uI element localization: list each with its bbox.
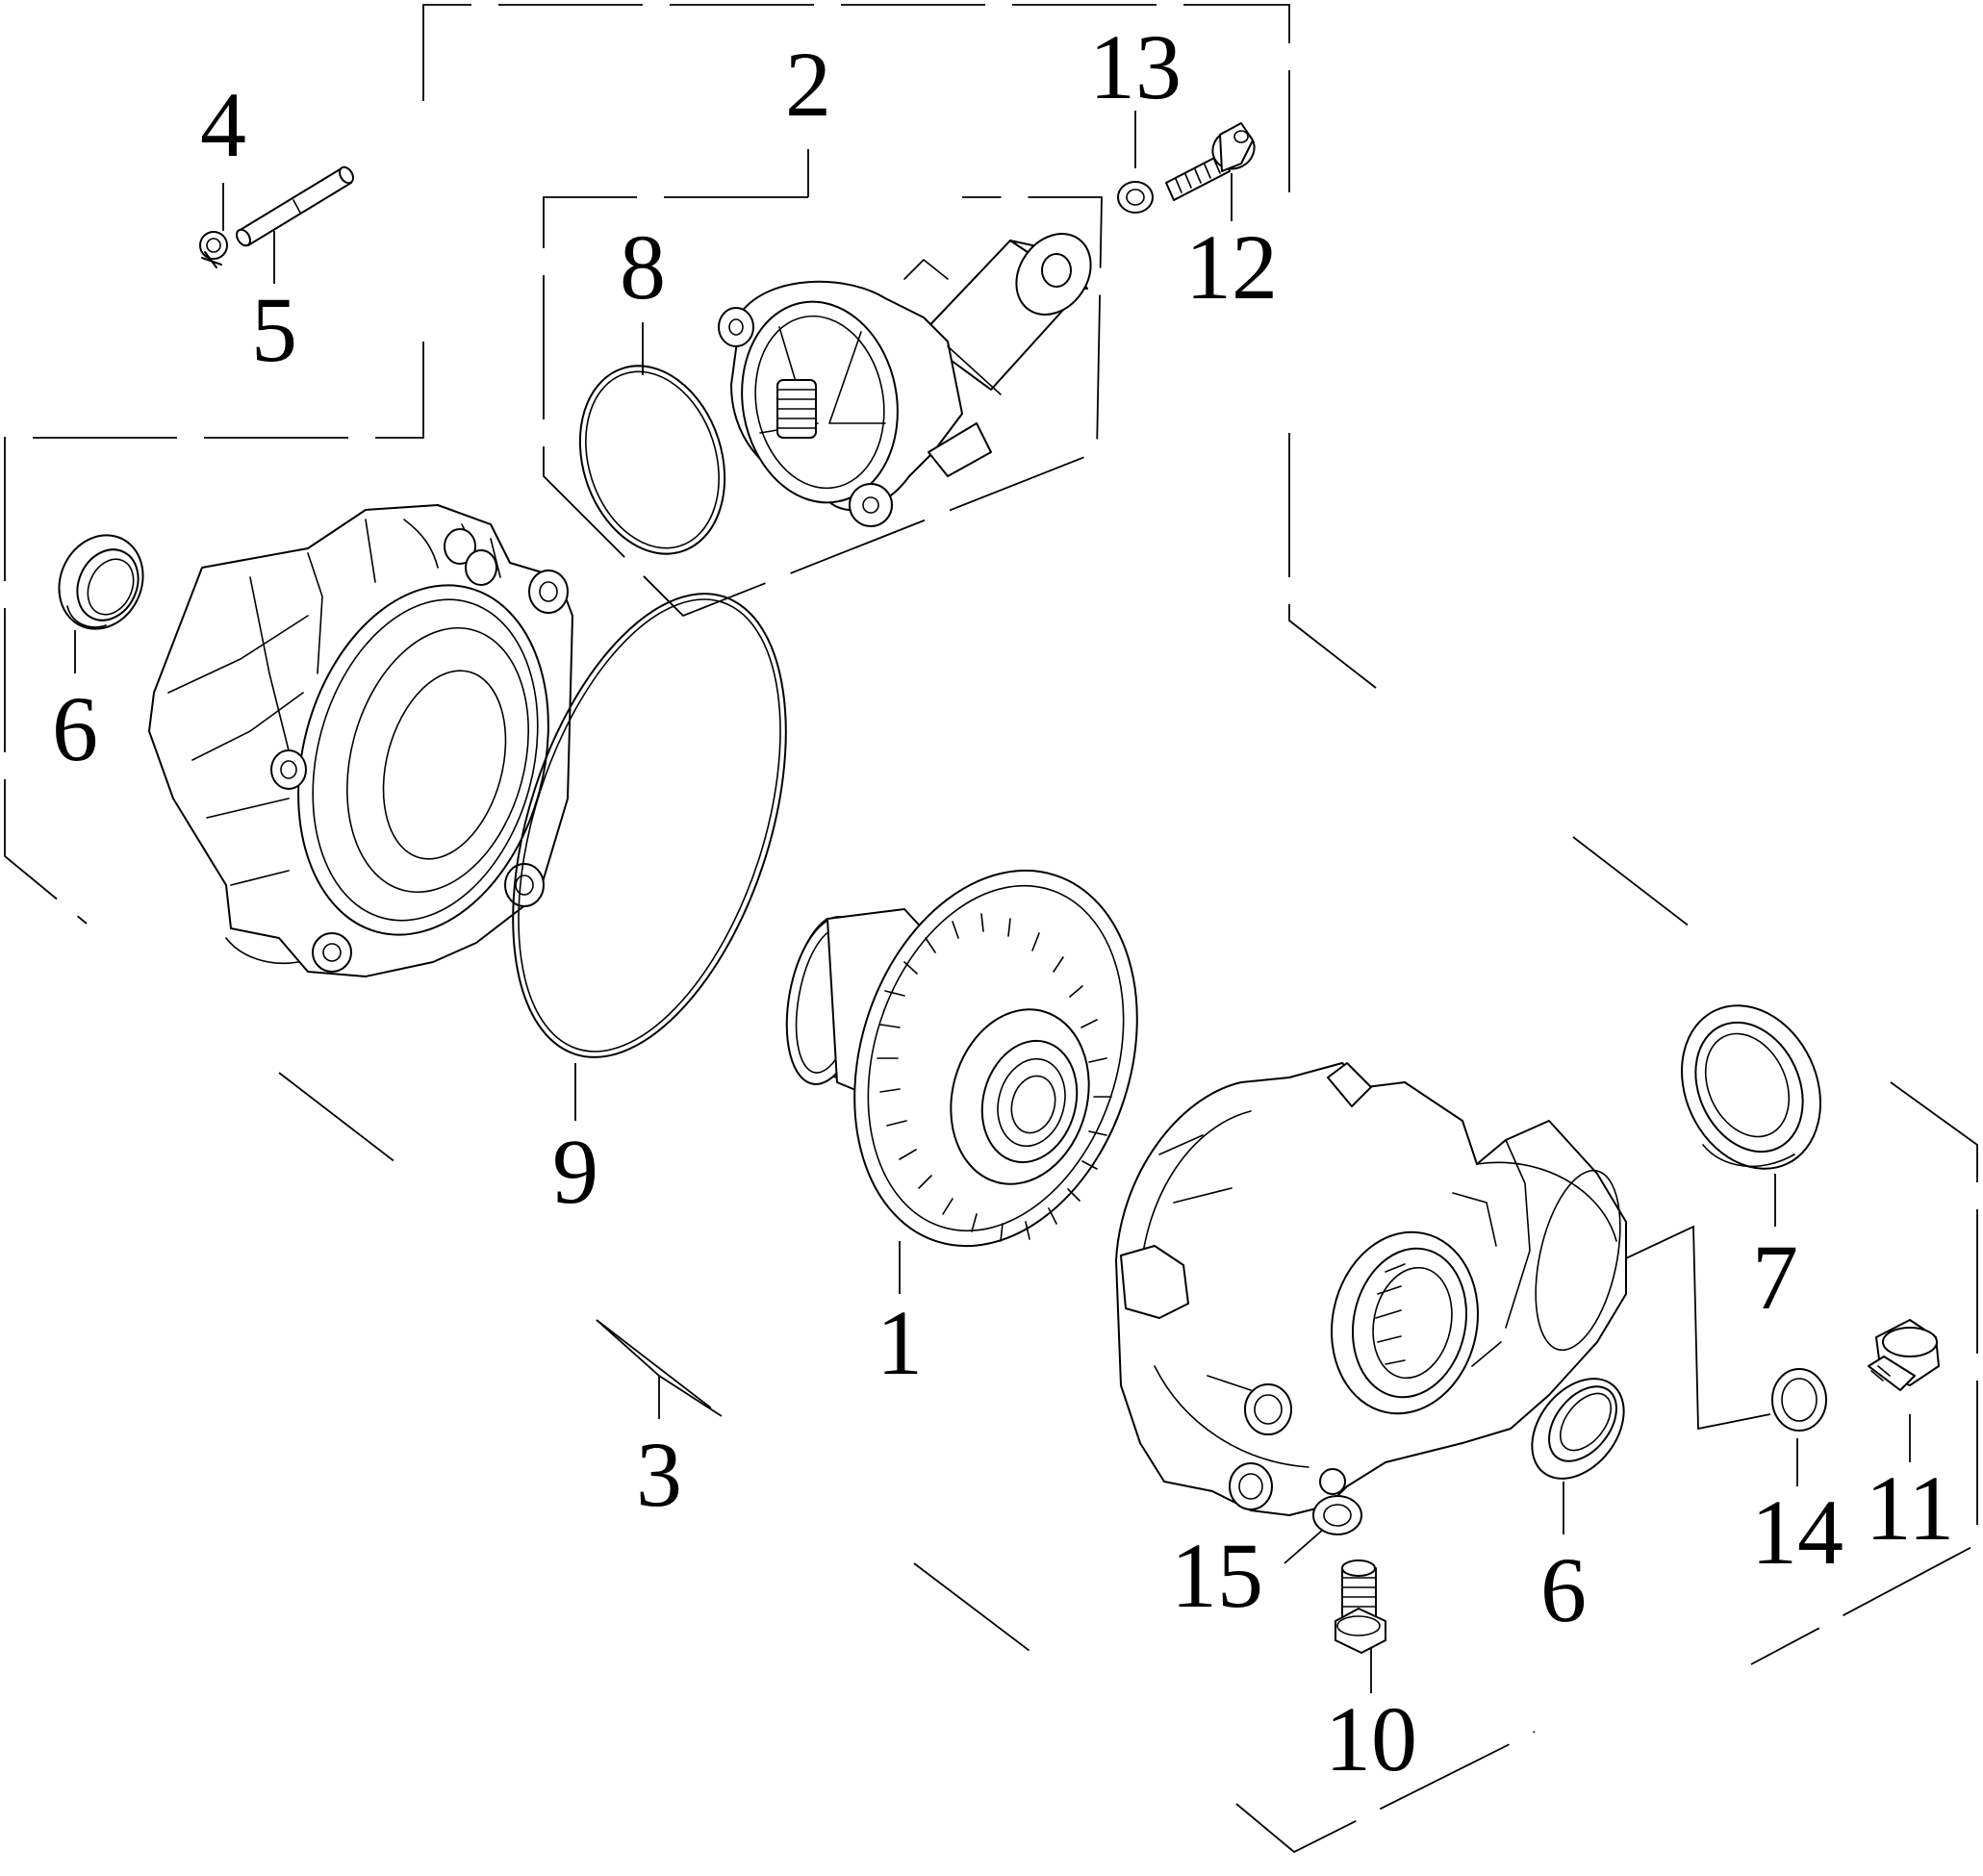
frame-main-diagonal-4 [913,1562,1042,1661]
part-7-oil-seal [1681,1004,1821,1170]
callout-6a: 6 [52,677,98,780]
part-11-plug [1868,1319,1940,1391]
part-9-oring [512,593,787,1058]
part-3-rear-housing [1115,1062,1627,1516]
callout-4: 4 [200,73,246,176]
callout-7: 7 [1752,1226,1798,1329]
callout-labels: 1 2 3 4 5 6 6 7 8 9 10 11 12 13 14 15 [52,15,1954,1790]
callout-10: 10 [1325,1687,1417,1790]
callout-1: 1 [877,1291,923,1394]
part-1-differential [785,869,1138,1248]
leader-lines [74,111,1911,1693]
callout-9: 9 [552,1120,598,1223]
callout-6b: 6 [1540,1538,1587,1641]
callout-14: 14 [1751,1481,1843,1584]
part-14-washer [1771,1368,1827,1432]
part-15-washer [1312,1495,1362,1535]
callout-8: 8 [620,215,666,318]
frame-top-subassembly [422,4,1290,192]
part-6a-oil-seal [58,534,144,630]
assembly-frames [4,4,1978,1854]
frame-actuator-group [543,196,1103,618]
part-6b-oil-seal [1531,1378,1625,1480]
callout-15: 15 [1171,1524,1263,1627]
frame-bottom [1235,1731,1536,1854]
part-3-front-housing [148,504,573,977]
frame-main-diagonal-2 [278,1072,405,1170]
callout-11: 11 [1866,1457,1954,1559]
leader-3-right [658,1375,723,1417]
callout-3: 3 [636,1423,682,1526]
part-4-clip [199,231,228,268]
frame-main-diagonal-1 [1572,836,1699,934]
leader-15 [1284,1529,1324,1564]
callout-13: 13 [1089,15,1182,118]
callout-2: 2 [785,33,831,136]
callout-12: 12 [1185,215,1278,318]
frame-main-diagonal-3 [596,1319,723,1417]
part-12-bolt [1165,122,1256,201]
part-13-washer [1117,181,1154,214]
part-8-oring [578,365,726,555]
leader-3-left [596,1319,660,1377]
frame-lower-right [1750,1081,1978,1665]
part-5-pin [236,165,354,247]
frame-top-subassembly-left [4,342,424,925]
part-2-actuator [718,233,1092,527]
part-10-bolt [1335,1559,1386,1654]
callout-5: 5 [251,278,297,381]
frame-main-assembly-right [1288,433,1377,689]
